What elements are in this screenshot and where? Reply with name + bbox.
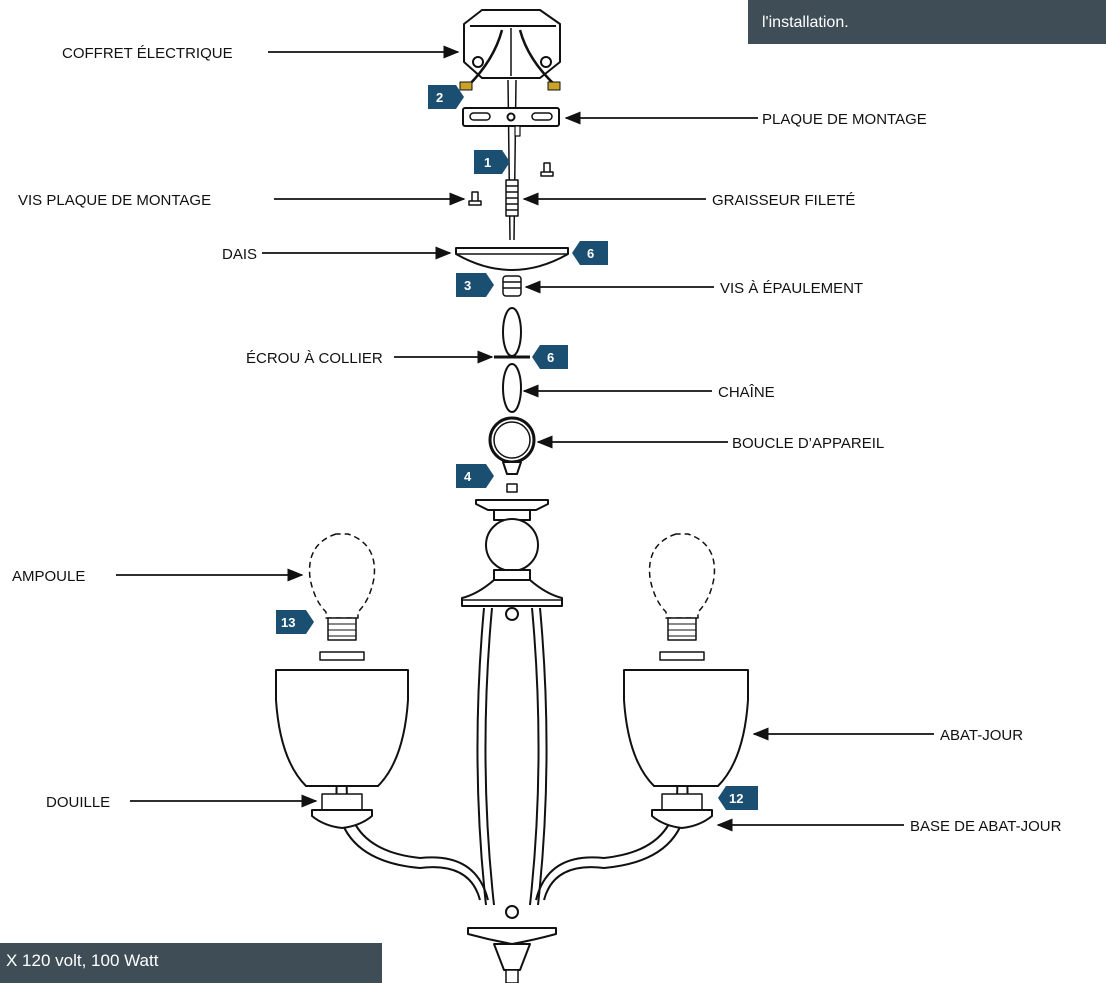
svg-text:4: 4	[464, 469, 472, 484]
label-chaine: CHAÎNE	[718, 384, 775, 401]
central-body-shape	[461, 499, 563, 621]
label-dais: DAIS	[222, 246, 257, 263]
badge-4: 4	[456, 464, 494, 488]
step-badges: 2 1 6 3 6 4 13 12	[276, 85, 758, 810]
right-shade-base-shape	[651, 809, 713, 829]
label-vis-epaulement: VIS À ÉPAULEMENT	[720, 280, 863, 297]
svg-text:6: 6	[587, 246, 594, 261]
label-boucle: BOUCLE D’APPAREIL	[732, 435, 884, 452]
badge-6-canopy: 6	[572, 241, 608, 265]
leader-lines	[116, 45, 934, 832]
svg-text:1: 1	[484, 155, 491, 170]
note-bottom-box: X 120 volt, 100 Watt	[0, 943, 382, 983]
shoulder-screw-shape	[502, 275, 522, 297]
note-top-text: l'installation.	[762, 14, 849, 31]
fixture-loop-shape	[488, 416, 536, 493]
mounting-plate-shape	[462, 107, 560, 137]
electrical-box-shape	[459, 9, 561, 91]
svg-text:3: 3	[464, 278, 471, 293]
left-bulb-shape	[308, 533, 376, 641]
right-socket-shape	[661, 793, 703, 811]
left-shade-shape	[275, 669, 409, 787]
right-shade-ring-shape	[659, 651, 705, 661]
label-abat-jour: ABAT-JOUR	[940, 727, 1023, 744]
badge-6-collar: 6	[532, 345, 568, 369]
left-socket-shape	[321, 793, 363, 811]
badge-1: 1	[474, 150, 510, 174]
note-bottom-text: X 120 volt, 100 Watt	[6, 951, 159, 970]
label-douille: DOUILLE	[46, 794, 110, 811]
label-plaque: PLAQUE DE MONTAGE	[762, 111, 927, 128]
left-shade-ring-shape	[319, 651, 365, 661]
threaded-nipple-shape	[505, 179, 519, 217]
label-ecrou: ÉCROU À COLLIER	[246, 350, 383, 367]
label-coffret: COFFRET ÉLECTRIQUE	[62, 45, 233, 62]
label-graisseur: GRAISSEUR FILETÉ	[712, 192, 855, 209]
badge-2: 2	[428, 85, 464, 109]
right-bulb-shape	[648, 533, 716, 641]
chain-shape	[494, 307, 530, 413]
label-ampoule: AMPOULE	[12, 568, 85, 585]
svg-text:12: 12	[729, 791, 743, 806]
badge-3: 3	[456, 273, 494, 297]
left-shade-base-shape	[311, 809, 373, 829]
canopy-shape	[455, 247, 569, 271]
note-top-box: l'installation.	[748, 0, 1106, 44]
svg-text:6: 6	[547, 350, 554, 365]
label-base-abat-jour: BASE DE ABAT-JOUR	[910, 818, 1062, 835]
badge-13: 13	[276, 610, 314, 634]
mounting-screw-shapes	[468, 162, 554, 206]
svg-text:13: 13	[281, 615, 295, 630]
labels: COFFRET ÉLECTRIQUE PLAQUE DE MONTAGE VIS…	[12, 45, 1062, 835]
badge-12: 12	[718, 786, 758, 810]
svg-text:2: 2	[436, 90, 443, 105]
right-shade-shape	[623, 669, 749, 787]
label-vis-plaque: VIS PLAQUE DE MONTAGE	[18, 192, 211, 209]
fixture-drawing	[275, 9, 749, 983]
